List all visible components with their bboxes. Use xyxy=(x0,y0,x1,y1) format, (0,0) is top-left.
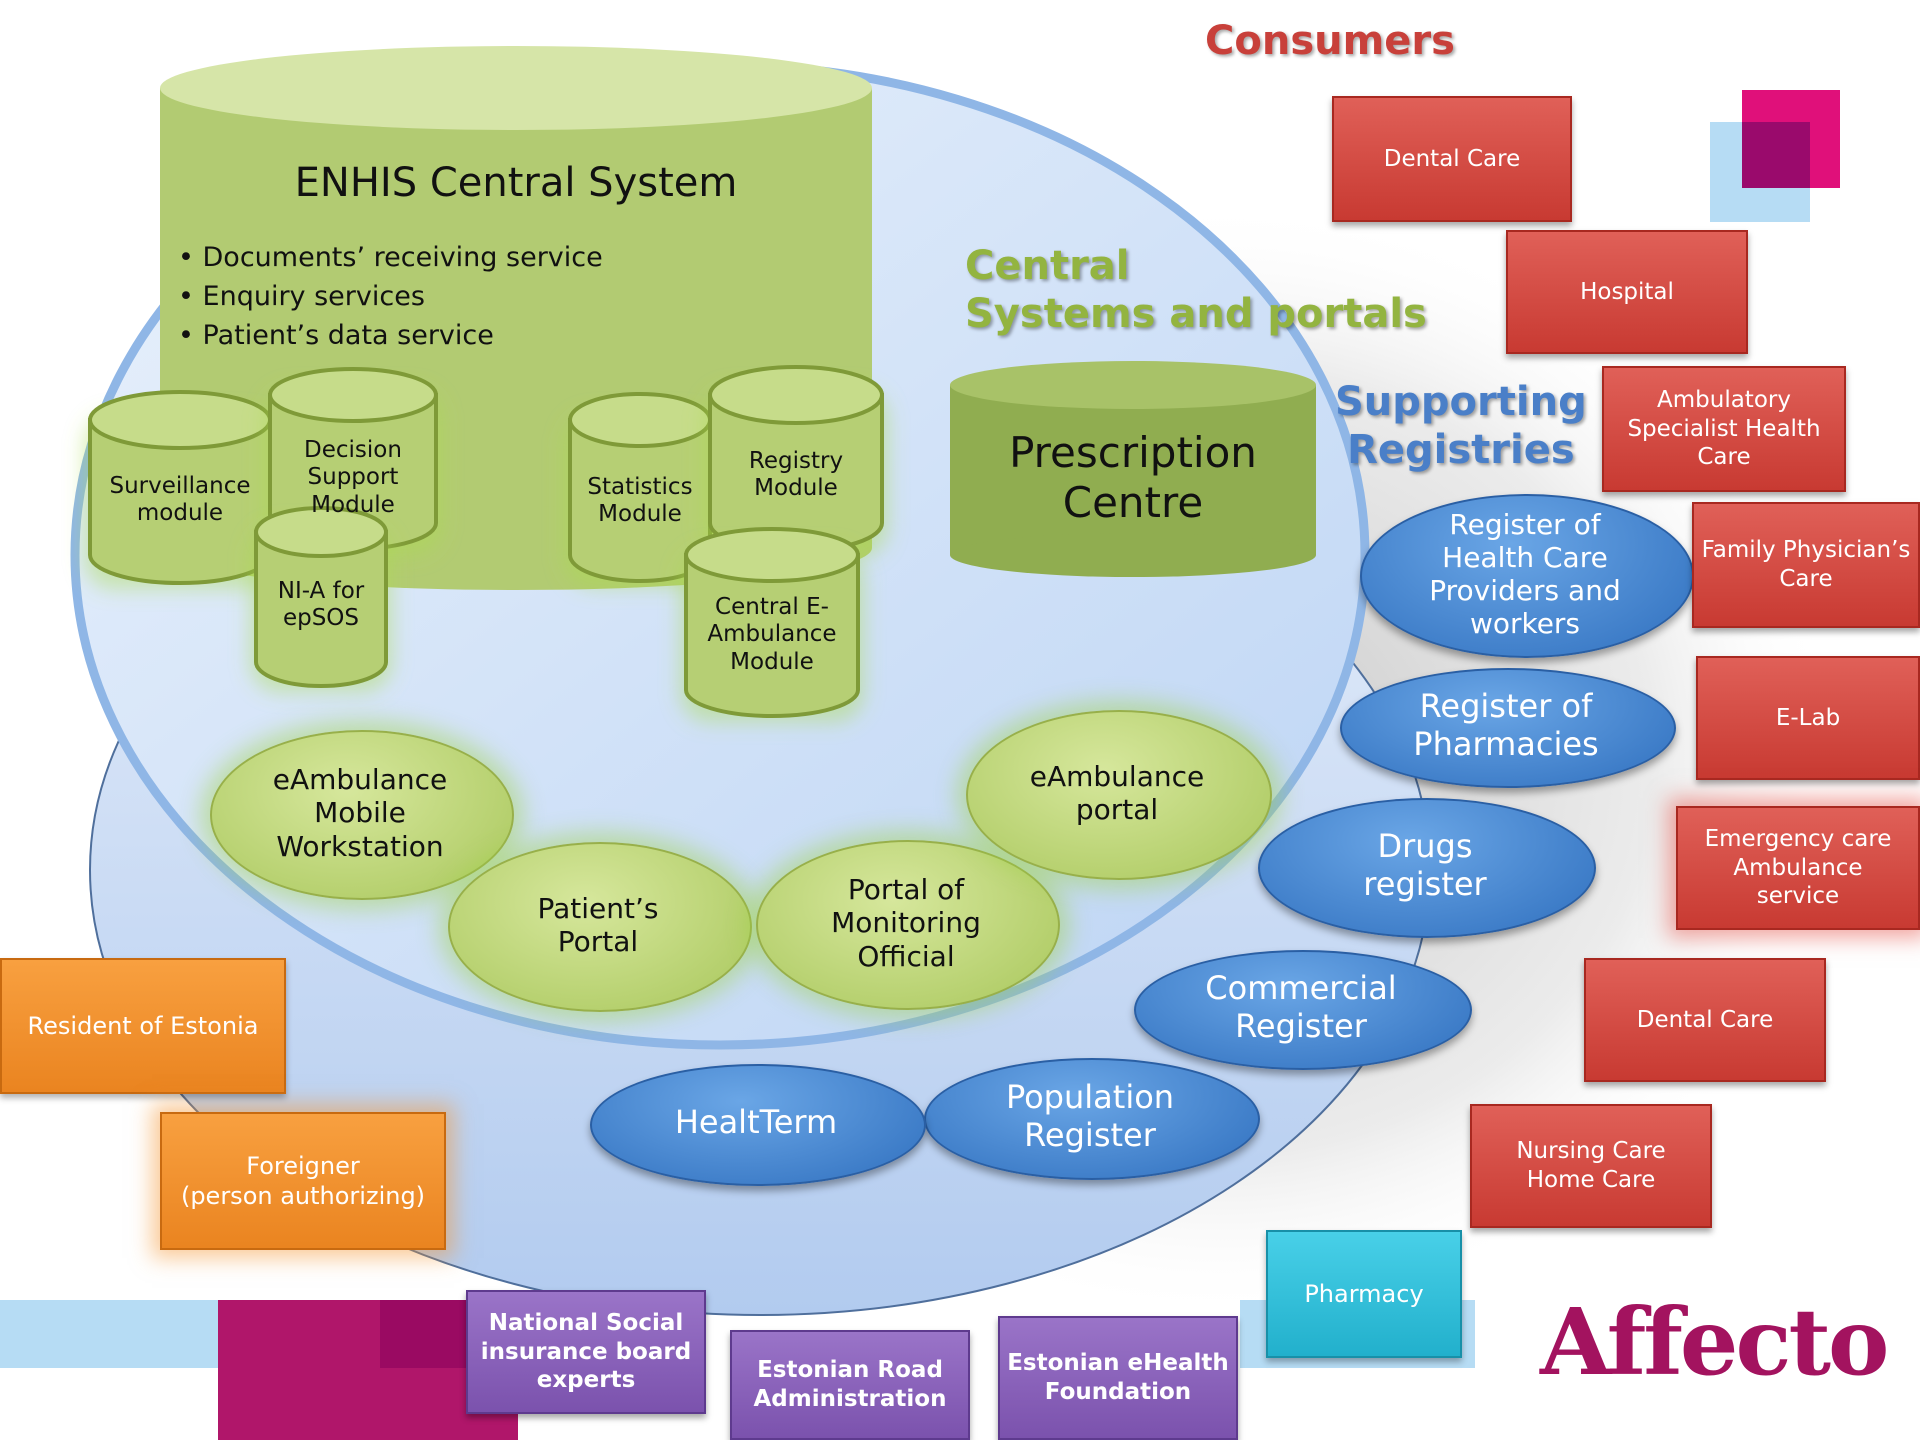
affecto-logo: Affecto xyxy=(1540,1288,1889,1396)
e-ambulance-cylinder[interactable] xyxy=(680,527,864,722)
ambulatory-care-box[interactable]: Ambulatory Specialist Health Care xyxy=(1602,366,1846,492)
mobile-workstation-label: eAmbulance Mobile Workstation xyxy=(272,763,448,863)
monitoring-portal-label: Portal of Monitoring Official xyxy=(831,873,981,973)
register-pharmacies-ellipse[interactable] xyxy=(1340,668,1676,788)
population-register-ellipse[interactable] xyxy=(924,1058,1260,1180)
emergency-care-box[interactable]: Emergency care Ambulance service xyxy=(1676,806,1920,930)
enhis-bullet-list: • Documents’ receiving service • Enquiry… xyxy=(178,238,603,355)
decision-support-label: Decision Support Module xyxy=(304,437,402,518)
enhis-title: ENHIS Central System xyxy=(294,160,738,207)
patients-portal-ellipse[interactable] xyxy=(448,842,752,1012)
population-register-label: Population Register xyxy=(1005,1078,1175,1154)
e-lab-box[interactable]: E-Lab xyxy=(1696,656,1920,780)
dental-care-box[interactable]: Dental Care xyxy=(1332,96,1572,222)
dental-care-box-2[interactable]: Dental Care xyxy=(1584,958,1826,1082)
commercial-register-ellipse[interactable] xyxy=(1134,950,1472,1070)
prescription-centre-label: Prescription Centre xyxy=(1009,428,1257,527)
register-pharmacies-label: Register of Pharmacies xyxy=(1413,687,1599,763)
register-providers-ellipse[interactable] xyxy=(1360,494,1694,658)
eambulance-portal-ellipse[interactable] xyxy=(966,710,1272,880)
decor-square-overlap xyxy=(1742,122,1810,188)
registry-module-label: Registry Module xyxy=(748,447,844,501)
family-physician-box[interactable]: Family Physician’s Care xyxy=(1692,502,1920,628)
enhis-bullet: • Documents’ receiving service xyxy=(178,242,603,273)
enhis-bullet: • Enquiry services xyxy=(178,281,425,312)
resident-of-estonia-box[interactable]: Resident of Estonia xyxy=(0,958,286,1094)
social-insurance-box[interactable]: National Social insurance board experts xyxy=(466,1290,706,1414)
patients-portal-label: Patient’s Portal xyxy=(537,891,659,958)
surveillance-cylinder[interactable] xyxy=(84,390,276,589)
road-administration-box[interactable]: Estonian Road Administration xyxy=(730,1330,970,1440)
statistics-module-label: Statistics Module xyxy=(587,473,693,527)
drugs-register-label: Drugs register xyxy=(1363,827,1487,903)
consumers-heading: Consumers xyxy=(1205,18,1455,64)
prescription-cylinder xyxy=(950,361,1316,577)
drugs-register-ellipse[interactable] xyxy=(1258,798,1596,938)
commercial-register-label: Commercial Register xyxy=(1205,969,1397,1045)
ehealth-foundation-box[interactable]: Estonian eHealth Foundation xyxy=(998,1316,1238,1440)
monitoring-portal-ellipse[interactable] xyxy=(756,840,1060,1010)
pharmacy-box[interactable]: Pharmacy xyxy=(1266,1230,1462,1358)
mobile-workstation-ellipse[interactable] xyxy=(210,730,514,900)
enhis-bullet-text: Patient’s data service xyxy=(202,320,494,351)
healtterm-ellipse[interactable] xyxy=(590,1064,926,1186)
register-providers-label: Register of Health Care Providers and wo… xyxy=(1429,507,1621,641)
supporting-registries-heading: Supporting Registries xyxy=(1335,379,1587,473)
surveillance-module-label: Surveillance module xyxy=(109,472,251,526)
healtterm-label: HealtTerm xyxy=(674,1103,838,1142)
central-systems-heading: Central Systems and portals xyxy=(965,243,1427,337)
central-e-ambulance-label: Central E- Ambulance Module xyxy=(707,594,837,675)
nia-epsos-label: NI-A for epSOS xyxy=(277,577,365,631)
nia-cylinder[interactable] xyxy=(250,506,392,692)
enhis-bullet-text: Enquiry services xyxy=(202,281,425,312)
nursing-care-box[interactable]: Nursing Care Home Care xyxy=(1470,1104,1712,1228)
eambulance-portal-label: eAmbulance portal xyxy=(1029,759,1205,826)
hospital-box[interactable]: Hospital xyxy=(1506,230,1748,354)
registry-cylinder[interactable] xyxy=(704,365,888,557)
enhis-bullet: • Patient’s data service xyxy=(178,320,494,351)
enhis-bullet-text: Documents’ receiving service xyxy=(202,242,603,273)
foreigner-box[interactable]: Foreigner (person authorizing) xyxy=(160,1112,446,1250)
